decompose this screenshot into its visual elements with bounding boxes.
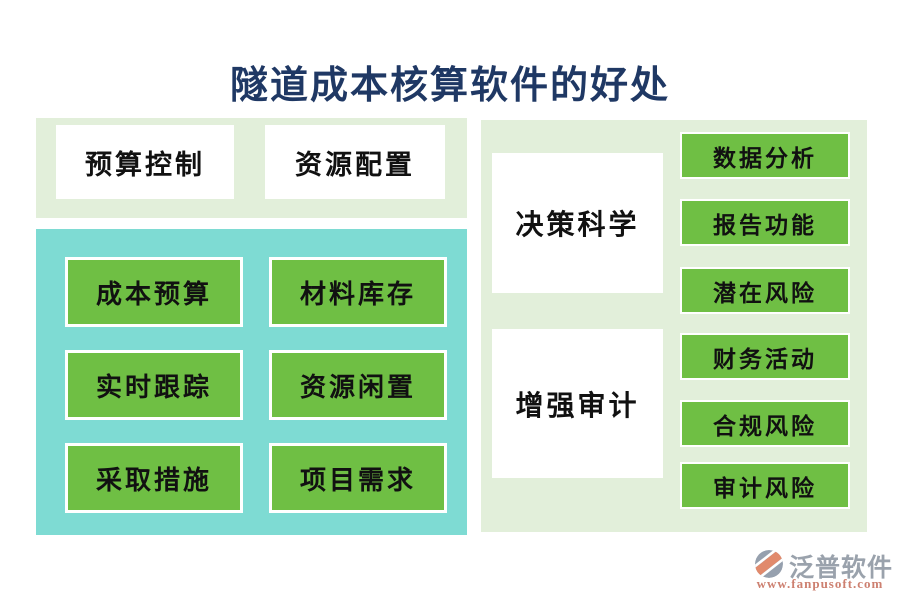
card-compliance-risk: 合规风险	[680, 400, 850, 447]
brand-footer: 泛普软件 www.fanpusoft.com	[745, 546, 895, 594]
benefits-panel: 决策科学 增强审计 数据分析 报告功能 潜在风险 财务活动 合规风险 审计风险	[481, 120, 867, 532]
card-take-measures: 采取措施	[65, 443, 243, 513]
card-report-function: 报告功能	[680, 199, 850, 246]
card-financial-activity: 财务活动	[680, 333, 850, 380]
heading-enhanced-audit: 增强审计	[492, 329, 663, 478]
card-material-stock: 材料库存	[269, 257, 447, 327]
card-idle-resources: 资源闲置	[269, 350, 447, 420]
card-cost-budget: 成本预算	[65, 257, 243, 327]
card-audit-risk: 审计风险	[680, 462, 850, 509]
brand-url: www.fanpusoft.com	[756, 576, 884, 591]
card-budget-control: 预算控制	[56, 125, 234, 199]
process-panel: 成本预算 材料库存 实时跟踪 资源闲置 采取措施 项目需求	[36, 229, 467, 535]
summary-panel: 预算控制 资源配置	[36, 118, 467, 218]
card-resource-allocation: 资源配置	[265, 125, 445, 199]
fanpu-logo-icon	[755, 550, 783, 578]
card-potential-risk: 潜在风险	[680, 267, 850, 314]
heading-scientific-decision: 决策科学	[492, 153, 663, 293]
brand-name: 泛普软件	[789, 554, 894, 582]
card-data-analysis: 数据分析	[680, 132, 850, 179]
card-realtime-tracking: 实时跟踪	[65, 350, 243, 420]
page-title: 隧道成本核算软件的好处	[229, 65, 670, 107]
card-project-demand: 项目需求	[269, 443, 447, 513]
